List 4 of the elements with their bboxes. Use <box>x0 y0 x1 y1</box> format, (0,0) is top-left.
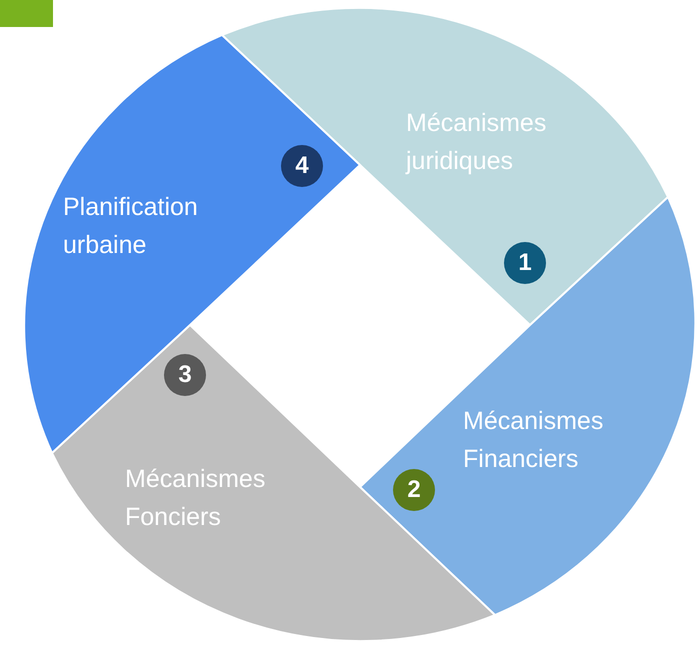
segment-label: Mécanismes juridiques <box>406 108 548 177</box>
segment-label: Planification urbaine <box>63 192 199 261</box>
segment-label: Mécanismes Financiers <box>463 406 604 475</box>
segment-label: Mécanismes Fonciers <box>125 464 266 533</box>
